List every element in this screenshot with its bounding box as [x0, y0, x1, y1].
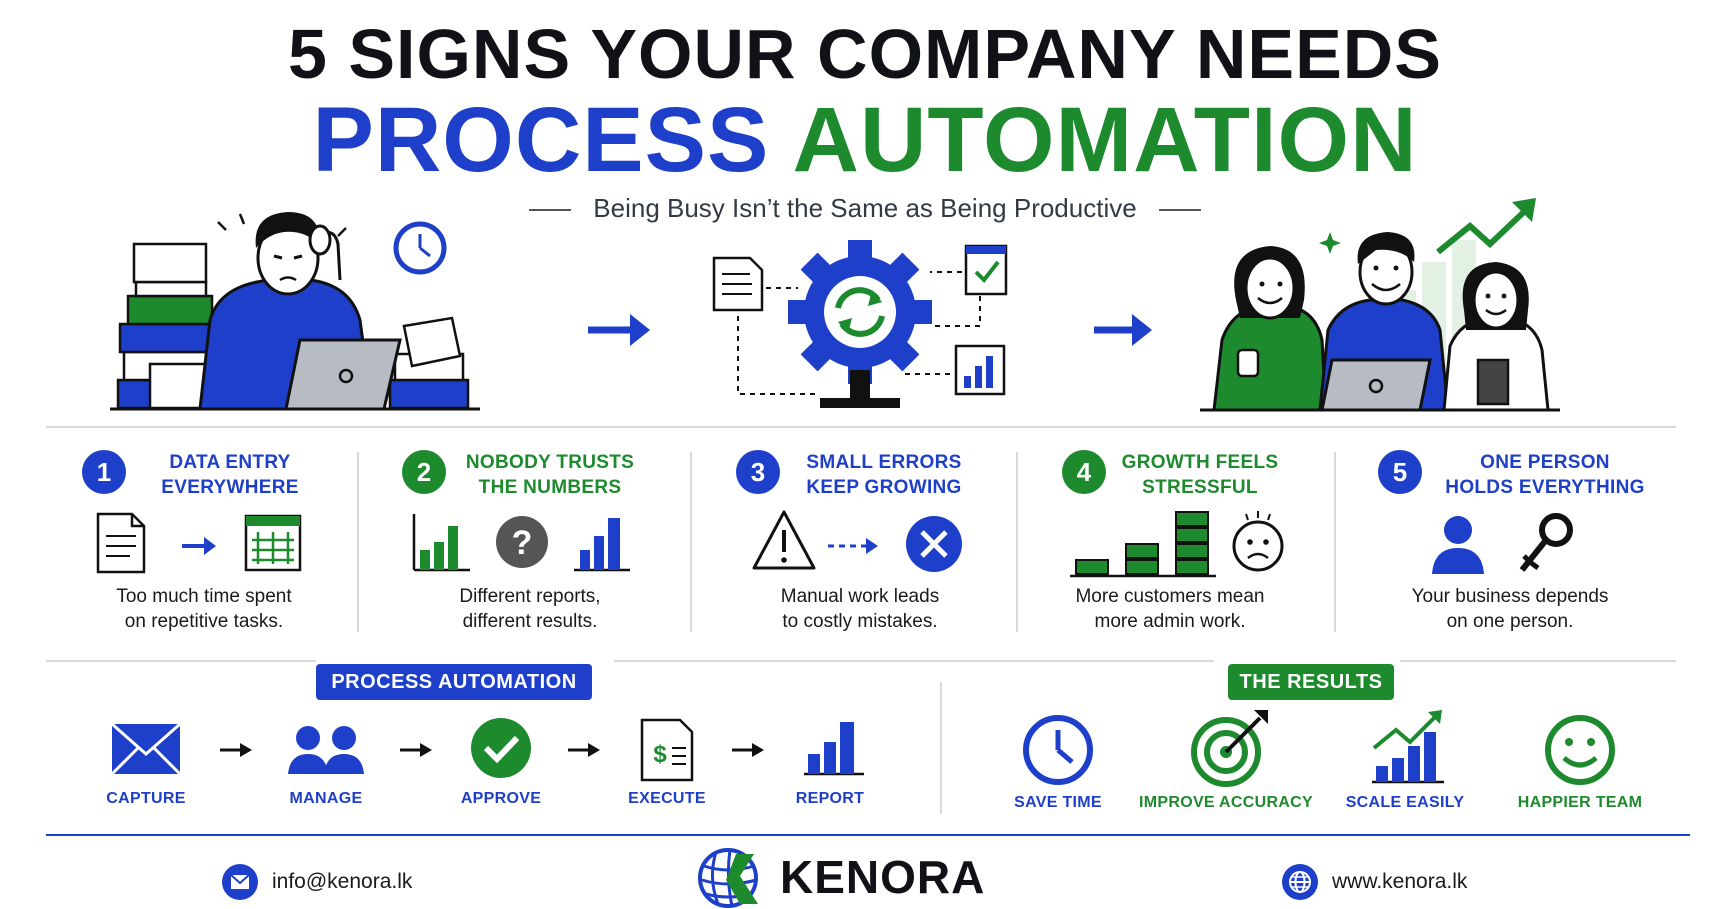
process-rule-right [614, 660, 1214, 662]
divider-top [46, 426, 1676, 428]
sign-2: 2 NOBODY TRUSTS THE NUMBERS ? Different … [370, 444, 690, 644]
sign-1: 1 DATA ENTRY EVERYWHERE [44, 444, 364, 644]
sign-4-icons [1070, 511, 1284, 578]
sign-divider-1 [357, 452, 359, 632]
hero-illustration [110, 198, 1560, 412]
bar-chart-icon [804, 722, 864, 776]
growth-chart-icon [1372, 710, 1444, 784]
sign-2-icons: ? [412, 514, 630, 572]
sign-divider-3 [1016, 452, 1018, 632]
envelope-icon [110, 722, 182, 776]
sign-4-description: More customers mean more admin work. [1075, 586, 1265, 632]
title-word-automation: AUTOMATION [792, 89, 1418, 191]
result-label-improve-accuracy: IMPROVE ACCURACY [1139, 794, 1313, 811]
title-line2: PROCESS AUTOMATION [0, 90, 1730, 190]
stressed-worker-illustration [110, 212, 480, 411]
question-mark-icon: ? [496, 516, 548, 568]
subtitle-text: Being Busy Isn’t the Same as Being Produ… [593, 193, 1137, 223]
clock-icon [1023, 715, 1093, 785]
sign-divider-4 [1334, 452, 1336, 632]
sign-2-heading: NOBODY TRUSTS THE NUMBERS [465, 452, 635, 498]
svg-text:$: $ [653, 741, 667, 768]
globe-icon [1282, 864, 1318, 900]
process-arrow-3 [568, 743, 600, 757]
target-icon [1191, 710, 1268, 787]
sign-4-number: 4 [1062, 450, 1106, 494]
users-icon [288, 726, 364, 774]
footer-email[interactable]: info@kenora.lk [272, 870, 413, 893]
check-circle-icon [471, 718, 531, 778]
sign-4: 4 GROWTH FEELS STRESSFUL More customers … [1010, 444, 1330, 644]
person-icon [1432, 516, 1484, 574]
step-label-approve: APPROVE [460, 790, 542, 807]
sign-2-number: 2 [402, 450, 446, 494]
key-icon [1519, 513, 1573, 572]
hero-arrow-right-2 [1094, 314, 1152, 346]
footer-website[interactable]: www.kenora.lk [1332, 870, 1468, 893]
footer-divider [46, 834, 1690, 836]
process-automation-badge: PROCESS AUTOMATION [316, 664, 592, 700]
svg-text:?: ? [512, 524, 533, 562]
subtitle: Being Busy Isn’t the Same as Being Produ… [0, 192, 1730, 224]
result-label-happier-team: HAPPIER TEAM [1517, 794, 1643, 811]
error-x-icon [906, 516, 962, 572]
bar-chart-blue-icon [574, 518, 630, 572]
title-line1: 5 SIGNS YOUR COMPANY NEEDS [287, 15, 1443, 93]
document-icon [96, 512, 146, 574]
dashed-arrow-icon [828, 538, 878, 554]
sign-3-number: 3 [736, 450, 780, 494]
step-label-manage: MANAGE [289, 790, 363, 807]
results-rule-right [1400, 660, 1676, 662]
invoice-icon: $ [640, 718, 694, 782]
step-label-execute: EXECUTE [628, 790, 706, 807]
sign-3: 3 SMALL ERRORS KEEP GROWING Manual work … [700, 444, 1020, 644]
process-arrow-2 [400, 743, 432, 757]
sign-2-description: Different reports, different results. [459, 586, 601, 632]
result-label-save-time: SAVE TIME [1014, 794, 1102, 811]
result-label-scale-easily: SCALE EASILY [1345, 794, 1465, 811]
sign-4-heading: GROWTH FEELS STRESSFUL [1121, 452, 1279, 498]
growing-stacks-icon [1075, 511, 1209, 575]
process-and-results-icons: $ [110, 710, 1615, 787]
arrow-right-icon [182, 537, 216, 555]
process-arrow-1 [220, 743, 252, 757]
process-rule-left [46, 660, 316, 662]
sign-1-heading: DATA ENTRY EVERYWHERE [161, 452, 299, 498]
wall-clock-icon [393, 221, 447, 275]
results-badge: THE RESULTS [1228, 664, 1394, 700]
sign-1-icons [96, 512, 302, 574]
process-results-divider [940, 682, 942, 814]
sign-3-icons [752, 510, 962, 572]
bar-chart-green-icon [412, 514, 470, 572]
sign-1-number: 1 [82, 450, 126, 494]
process-arrow-4 [732, 743, 764, 757]
kenora-logo-icon [698, 848, 758, 908]
warning-icon [752, 510, 816, 570]
sign-1-description: Too much time spent on repetitive tasks. [116, 586, 292, 632]
step-label-capture: CAPTURE [106, 790, 186, 807]
sign-3-description: Manual work leads to costly mistakes. [780, 586, 940, 632]
smiley-icon [1545, 715, 1615, 785]
sign-5: 5 ONE PERSON HOLDS EVERYTHING Your busin… [1350, 444, 1670, 644]
sad-face-icon [1232, 511, 1284, 572]
brand-name: KENORA [780, 851, 986, 903]
subtitle-dash-left [529, 209, 572, 212]
sign-5-number: 5 [1378, 450, 1422, 494]
email-icon [222, 864, 258, 900]
sign-5-heading: ONE PERSON HOLDS EVERYTHING [1445, 452, 1645, 498]
happy-team-illustration [1200, 198, 1560, 412]
subtitle-dash-right [1158, 209, 1201, 212]
title-word-process: PROCESS [312, 89, 770, 191]
spreadsheet-icon [244, 514, 302, 572]
hero-arrow-right-1 [588, 314, 650, 346]
sign-3-heading: SMALL ERRORS KEEP GROWING [806, 452, 962, 498]
sign-5-icons [1432, 513, 1573, 574]
sign-divider-2 [690, 452, 692, 632]
automation-gear-illustration [712, 240, 1008, 408]
step-label-report: REPORT [795, 790, 865, 807]
sign-5-description: Your business depends on one person. [1411, 586, 1609, 632]
